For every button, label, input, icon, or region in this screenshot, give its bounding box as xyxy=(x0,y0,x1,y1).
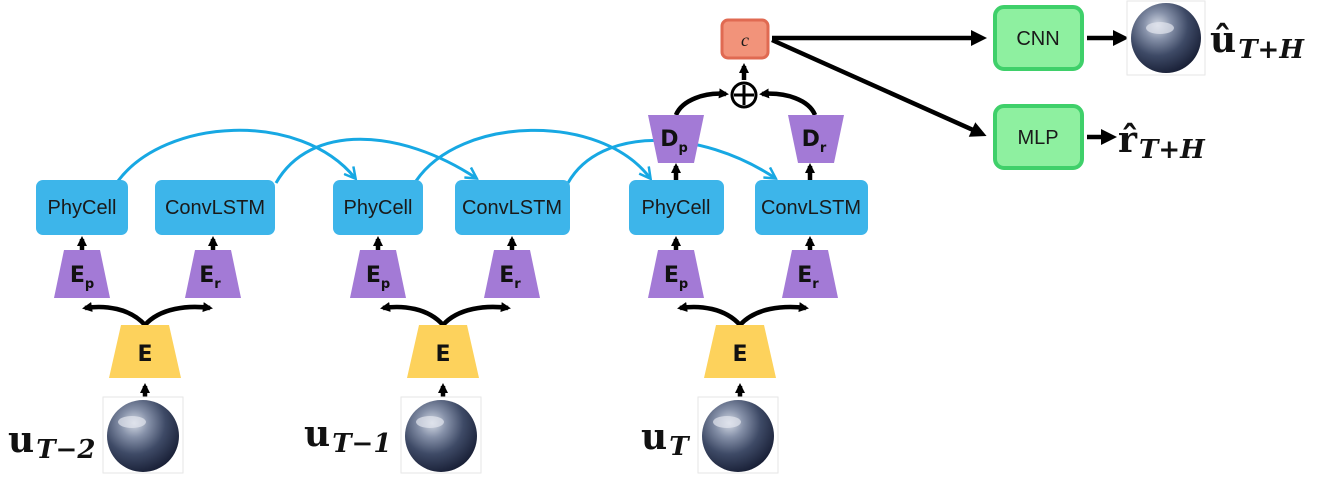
svg-text:MLP: MLP xyxy=(1017,127,1058,149)
physics-decoder-block: Dp xyxy=(648,115,704,163)
encoder-label: E xyxy=(732,342,747,367)
svg-text:CNN: CNN xyxy=(1016,28,1059,50)
mlp-head-block: MLP xyxy=(993,104,1084,170)
timestep-column: uT E Ep Er PhyCell ConvLSTM xyxy=(629,180,868,474)
svg-text:c: c xyxy=(741,30,749,50)
connector-arrows xyxy=(77,30,1129,398)
svg-text:PhyCell: PhyCell xyxy=(642,197,711,219)
phycell-block: PhyCell xyxy=(333,180,423,235)
convlstm-block: ConvLSTM xyxy=(755,180,868,235)
encoder-block xyxy=(407,325,479,378)
svg-text:Ep: Ep xyxy=(664,263,688,292)
earth-globe-icon xyxy=(1126,0,1206,76)
timestep-column: uT−2 E Ep Er PhyCell ConvLSTM xyxy=(8,180,275,474)
residual-encoder-block: Er xyxy=(484,250,540,298)
svg-text:Ep: Ep xyxy=(366,263,390,292)
phycell-block: PhyCell xyxy=(36,180,128,235)
svg-text:Er: Er xyxy=(499,263,521,292)
svg-text:Dr: Dr xyxy=(802,127,827,156)
svg-text:Ep: Ep xyxy=(70,263,94,292)
svg-text:PhyCell: PhyCell xyxy=(344,197,413,219)
earth-globe-icon xyxy=(400,396,482,474)
combiner-block: c xyxy=(720,18,770,60)
sum-node: ⊕ xyxy=(730,81,758,109)
residual-decoder-block: Dr xyxy=(788,115,844,163)
convlstm-block: ConvLSTM xyxy=(155,180,275,235)
input-variable-label: uT−1 xyxy=(304,413,391,459)
svg-text:ConvLSTM: ConvLSTM xyxy=(165,197,265,219)
earth-globe-icon xyxy=(697,396,779,474)
earth-globe-icon xyxy=(102,396,184,474)
residual-encoder-block: Er xyxy=(782,250,838,298)
phycell-block: PhyCell xyxy=(629,180,724,235)
convlstm-block: ConvLSTM xyxy=(455,180,570,235)
cnn-head-block: CNN xyxy=(993,5,1084,71)
encoder-block xyxy=(109,325,181,378)
svg-text:Dp: Dp xyxy=(660,127,688,156)
input-variable-label: uT−2 xyxy=(8,419,95,465)
svg-text:Er: Er xyxy=(199,263,221,292)
input-variable-label: uT xyxy=(641,416,690,462)
physics-encoder-block: Ep xyxy=(54,250,110,298)
residual-encoder-block: Er xyxy=(185,250,241,298)
predicted-field-label: ûT+H xyxy=(1210,19,1305,65)
physics-encoder-block: Ep xyxy=(350,250,406,298)
encoder-label: E xyxy=(137,342,152,367)
physics-encoder-block: Ep xyxy=(648,250,704,298)
svg-text:ConvLSTM: ConvLSTM xyxy=(462,197,562,219)
timestep-column: uT−1 E Ep Er PhyCell ConvLSTM xyxy=(304,180,570,474)
svg-text:Er: Er xyxy=(797,263,819,292)
encoder-block xyxy=(704,325,776,378)
svg-text:PhyCell: PhyCell xyxy=(48,197,117,219)
predicted-scalar-label: r̂T+H xyxy=(1118,119,1206,165)
svg-text:ConvLSTM: ConvLSTM xyxy=(761,197,861,219)
encoder-label: E xyxy=(435,342,450,367)
